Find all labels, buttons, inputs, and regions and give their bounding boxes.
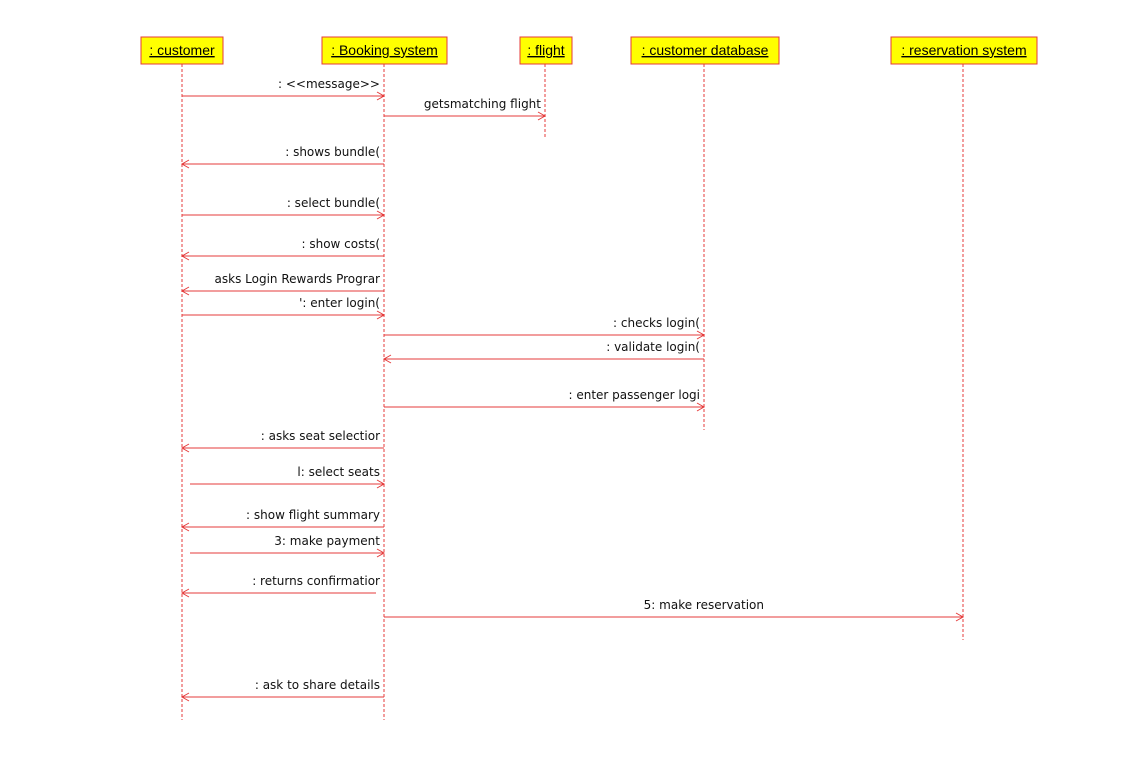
message-label-12: l: select seats [297, 465, 380, 479]
participant-box-customer [140, 36, 224, 65]
message-label-7: ': enter login( [299, 296, 380, 310]
message-15[interactable]: : returns confirmatior [180, 574, 380, 598]
message-label-3: : shows bundle( [285, 145, 380, 159]
message-arrowhead-14 [376, 548, 386, 558]
message-label-1: : <<message>> [278, 77, 380, 91]
participant-box-reservation [890, 36, 1038, 65]
participant-label-customer: : customer [149, 42, 215, 58]
message-1[interactable]: : <<message>> [182, 77, 386, 101]
participant-booking[interactable]: : Booking system [321, 36, 448, 65]
message-5[interactable]: : show costs( [180, 237, 384, 261]
message-arrowhead-10 [696, 402, 706, 412]
participants: : customer : Booking system : flight : cust… [140, 36, 1038, 65]
message-label-17: : ask to share details [255, 678, 380, 692]
participant-label-custdb: : customer database [642, 42, 769, 58]
participant-custdb[interactable]: : customer database [630, 36, 780, 65]
message-label-16: 5: make reservation [644, 598, 764, 612]
lifelines [181, 64, 964, 720]
message-label-4: : select bundle( [287, 196, 380, 210]
participant-label-flight: : flight [527, 42, 564, 58]
message-12[interactable]: l: select seats [190, 465, 386, 489]
message-label-2: getsmatching flight [424, 97, 541, 111]
participant-flight[interactable]: : flight [519, 36, 573, 65]
message-arrowhead-4 [376, 210, 386, 220]
message-arrowhead-15 [180, 588, 190, 598]
message-arrowhead-3 [180, 159, 190, 169]
message-arrowhead-9 [382, 354, 392, 364]
message-14[interactable]: 3: make payment [190, 534, 386, 558]
message-label-5: : show costs( [301, 237, 380, 251]
message-8[interactable]: : checks login( [384, 316, 706, 340]
message-arrowhead-2 [537, 111, 547, 121]
message-11[interactable]: : asks seat selectior [180, 429, 384, 453]
message-arrowhead-16 [955, 612, 965, 622]
participant-label-booking: : Booking system [331, 42, 438, 58]
participant-box-flight [519, 36, 573, 65]
participant-reservation[interactable]: : reservation system [890, 36, 1038, 65]
message-label-10: : enter passenger logi [568, 388, 700, 402]
message-17[interactable]: : ask to share details [180, 678, 384, 702]
message-arrowhead-17 [180, 692, 190, 702]
message-arrowhead-6 [180, 286, 190, 296]
participant-label-reservation: : reservation system [901, 42, 1026, 58]
message-arrowhead-5 [180, 251, 190, 261]
message-9[interactable]: : validate login( [382, 340, 704, 364]
message-10[interactable]: : enter passenger logi [384, 388, 706, 412]
message-label-6: asks Login Rewards Prograr [215, 272, 381, 286]
participant-customer[interactable]: : customer [140, 36, 224, 65]
message-label-11: : asks seat selectior [261, 429, 380, 443]
message-arrowhead-11 [180, 443, 190, 453]
message-2[interactable]: getsmatching flight [384, 97, 547, 121]
message-3[interactable]: : shows bundle( [180, 145, 384, 169]
message-arrowhead-12 [376, 479, 386, 489]
message-arrowhead-1 [376, 91, 386, 101]
message-4[interactable]: : select bundle( [182, 196, 386, 220]
message-arrowhead-8 [696, 330, 706, 340]
message-arrowhead-7 [376, 310, 386, 320]
messages: : <<message>> getsmatching flight : shows … [180, 77, 965, 702]
message-label-9: : validate login( [606, 340, 700, 354]
message-label-8: : checks login( [613, 316, 700, 330]
message-7[interactable]: ': enter login( [182, 296, 386, 320]
message-16[interactable]: 5: make reservation [384, 598, 965, 622]
participant-box-booking [321, 36, 448, 65]
message-arrowhead-13 [180, 522, 190, 532]
message-label-13: : show flight summary [246, 508, 380, 522]
message-13[interactable]: : show flight summary [180, 508, 384, 532]
message-label-15: : returns confirmatior [252, 574, 380, 588]
participant-box-custdb [630, 36, 780, 65]
message-6[interactable]: asks Login Rewards Prograr [180, 272, 384, 296]
message-label-14: 3: make payment [274, 534, 380, 548]
